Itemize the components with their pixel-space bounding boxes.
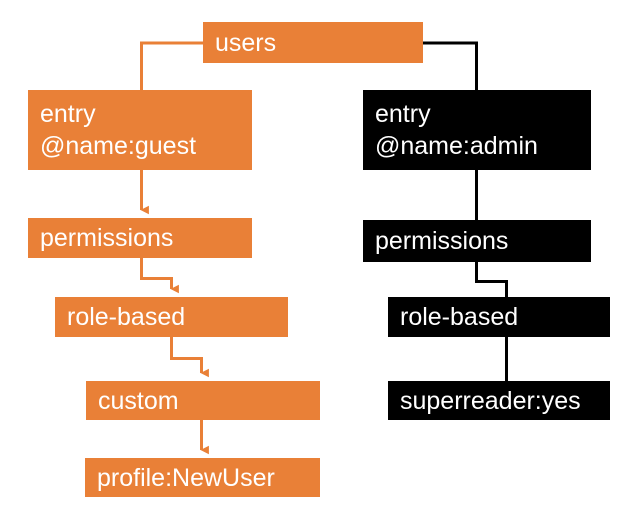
- node-role-based-admin[interactable]: role-based: [388, 297, 610, 337]
- node-profile-newuser[interactable]: profile:NewUser: [85, 458, 320, 497]
- edge-permissions-to-role-based-admin: [475, 262, 508, 297]
- node-role-based-admin-label: role-based: [400, 303, 519, 331]
- node-superreader-yes-label: superreader:yes: [400, 386, 581, 415]
- node-role-based-guest[interactable]: role-based: [55, 297, 288, 337]
- edge-users-to-entry-guest: [140, 41, 203, 90]
- edge-permissions-to-role-based-guest: [140, 258, 179, 294]
- node-entry-guest[interactable]: entry @name:guest: [28, 90, 252, 170]
- node-profile-newuser-label: profile:NewUser: [97, 463, 275, 492]
- node-entry-admin[interactable]: entry @name:admin: [363, 90, 591, 170]
- node-permissions-guest[interactable]: permissions: [28, 218, 252, 258]
- node-entry-admin-line2: @name:admin: [375, 132, 538, 160]
- node-role-based-guest-label: role-based: [67, 303, 186, 331]
- node-users[interactable]: users: [203, 22, 423, 63]
- node-users-label: users: [215, 28, 277, 57]
- node-custom-guest[interactable]: custom: [86, 381, 320, 420]
- node-permissions-admin[interactable]: permissions: [363, 220, 591, 262]
- node-entry-guest-line2: @name:guest: [40, 132, 197, 160]
- edge-users-to-entry-admin: [423, 41, 478, 90]
- node-permissions-admin-label: permissions: [375, 227, 509, 255]
- edge-role-based-to-custom-guest: [170, 337, 209, 378]
- node-superreader-yes[interactable]: superreader:yes: [388, 381, 610, 420]
- node-permissions-guest-label: permissions: [40, 224, 174, 252]
- node-entry-guest-line1: entry: [40, 100, 96, 128]
- node-entry-admin-line1: entry: [375, 100, 431, 128]
- node-custom-guest-label: custom: [98, 386, 179, 415]
